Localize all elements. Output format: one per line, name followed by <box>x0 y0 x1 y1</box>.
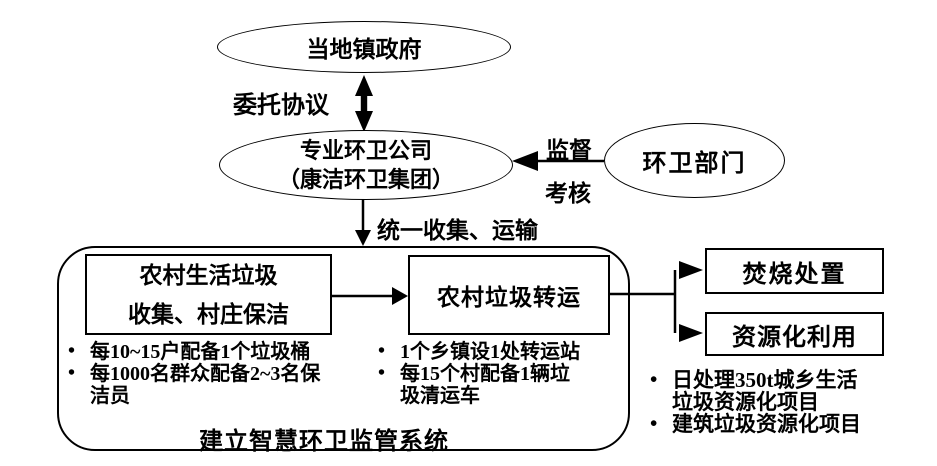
collection-bullet-list: 每10~15户配备1个垃圾桶 每1000名群众配备2~3名保洁员 <box>64 340 330 407</box>
waste-collection-label-line1: 农村生活垃圾 <box>139 262 278 288</box>
list-item: 每10~15户配备1个垃圾桶 <box>64 340 330 363</box>
list-item: 每15个村配备1辆垃圾清运车 <box>374 362 588 407</box>
supervise-label: 监督 <box>546 138 592 163</box>
node-sanitation-company: 专业环卫公司 （康洁环卫集团） <box>219 130 513 200</box>
node-town-government: 当地镇政府 <box>217 21 511 73</box>
sanitation-company-label-line1: 专业环卫公司 <box>299 138 432 163</box>
node-sanitation-department: 环卫部门 <box>604 123 785 198</box>
incineration-disposal-label: 焚烧处置 <box>742 261 847 288</box>
node-incineration-disposal: 焚烧处置 <box>705 248 884 294</box>
sanitation-company-label-line2: （康洁环卫集团） <box>277 167 454 192</box>
agreement-label: 委托协议 <box>233 93 329 119</box>
list-item: 1个乡镇设1处转运站 <box>374 340 588 363</box>
node-waste-collection: 农村生活垃圾 收集、村庄保洁 <box>85 254 332 335</box>
waste-collection-label-line2: 收集、村庄保洁 <box>128 301 289 327</box>
node-waste-transfer: 农村垃圾转运 <box>408 255 610 335</box>
assess-label: 考核 <box>545 181 591 206</box>
list-item: 日处理350t城乡生活垃圾资源化项目 <box>646 368 874 413</box>
disposal-bullet-list: 日处理350t城乡生活垃圾资源化项目 建筑垃圾资源化项目 <box>646 368 874 435</box>
list-item: 每1000名群众配备2~3名保洁员 <box>64 362 330 407</box>
waste-transfer-label: 农村垃圾转运 <box>437 285 581 310</box>
agreement-double-arrow-icon <box>355 75 373 132</box>
operations-zone-container <box>57 246 630 451</box>
node-resource-utilization: 资源化利用 <box>705 312 884 356</box>
list-item: 建筑垃圾资源化项目 <box>646 412 874 435</box>
town-government-label: 当地镇政府 <box>306 37 422 62</box>
smart-system-label: 建立智慧环卫监管系统 <box>199 429 449 455</box>
transport-down-arrow-icon <box>355 198 371 246</box>
sanitation-department-label: 环卫部门 <box>642 151 747 177</box>
transport-label: 统一收集、运输 <box>377 218 538 243</box>
resource-utilization-label: 资源化利用 <box>732 324 857 351</box>
transfer-bullet-list: 1个乡镇设1处转运站 每15个村配备1辆垃圾清运车 <box>374 340 588 407</box>
